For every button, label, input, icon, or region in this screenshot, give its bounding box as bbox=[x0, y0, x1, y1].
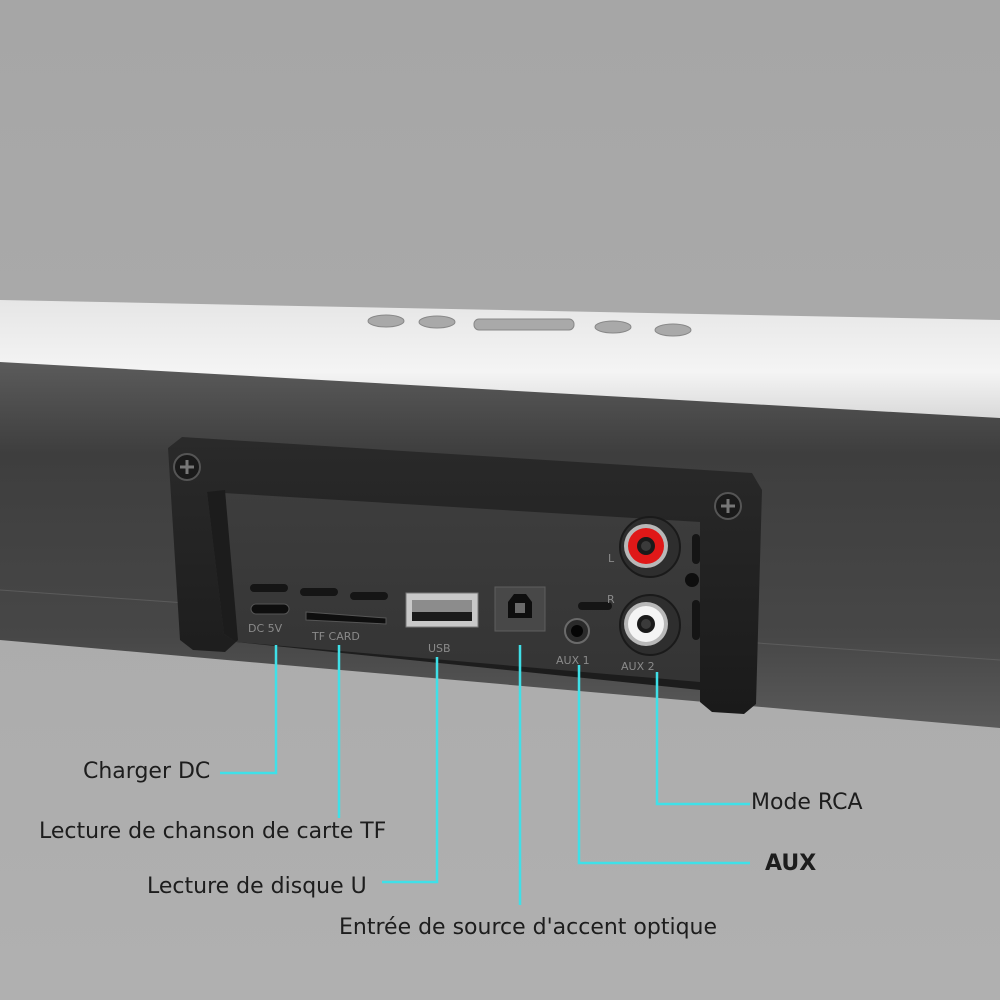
screw-icon bbox=[173, 453, 201, 481]
tf-label: TF CARD bbox=[311, 630, 360, 643]
vent-slots bbox=[250, 534, 700, 640]
soundbar-top bbox=[0, 300, 1000, 420]
top-button-bar bbox=[473, 318, 575, 331]
caption-charger-dc: Charger DC bbox=[83, 759, 211, 784]
aux1-jack bbox=[564, 618, 590, 644]
optical-port bbox=[494, 586, 546, 632]
dc-label: DC 5V bbox=[248, 622, 283, 635]
screw-icon bbox=[714, 492, 742, 520]
aux1-label: AUX 1 bbox=[556, 654, 590, 667]
leader-lines bbox=[220, 645, 750, 905]
usb-label: USB bbox=[428, 642, 451, 655]
top-button bbox=[654, 323, 692, 337]
rca-right-jack bbox=[619, 594, 681, 656]
left-label: L bbox=[608, 552, 615, 565]
leader-line-rca bbox=[655, 672, 750, 806]
leader-line-usb bbox=[382, 657, 439, 884]
top-buttons bbox=[367, 314, 692, 337]
leader-line-aux bbox=[577, 665, 750, 865]
caption-tf-card: Lecture de chanson de carte TF bbox=[39, 819, 387, 844]
top-button bbox=[367, 314, 405, 328]
leader-line-dc bbox=[220, 645, 278, 775]
top-button bbox=[418, 315, 456, 329]
dc-port bbox=[250, 603, 290, 615]
rca-left-jack bbox=[619, 516, 681, 578]
right-label: R bbox=[607, 593, 615, 606]
caption-optical: Entrée de source d'accent optique bbox=[339, 915, 718, 940]
small-hole bbox=[685, 573, 699, 587]
usb-port bbox=[405, 592, 479, 628]
top-button bbox=[594, 320, 632, 334]
caption-usb-disk: Lecture de disque U bbox=[147, 874, 367, 899]
aux2-label: AUX 2 bbox=[621, 660, 655, 673]
caption-aux: AUX bbox=[765, 851, 817, 876]
caption-rca: Mode RCA bbox=[751, 790, 863, 815]
tf-card-slot bbox=[305, 611, 387, 625]
